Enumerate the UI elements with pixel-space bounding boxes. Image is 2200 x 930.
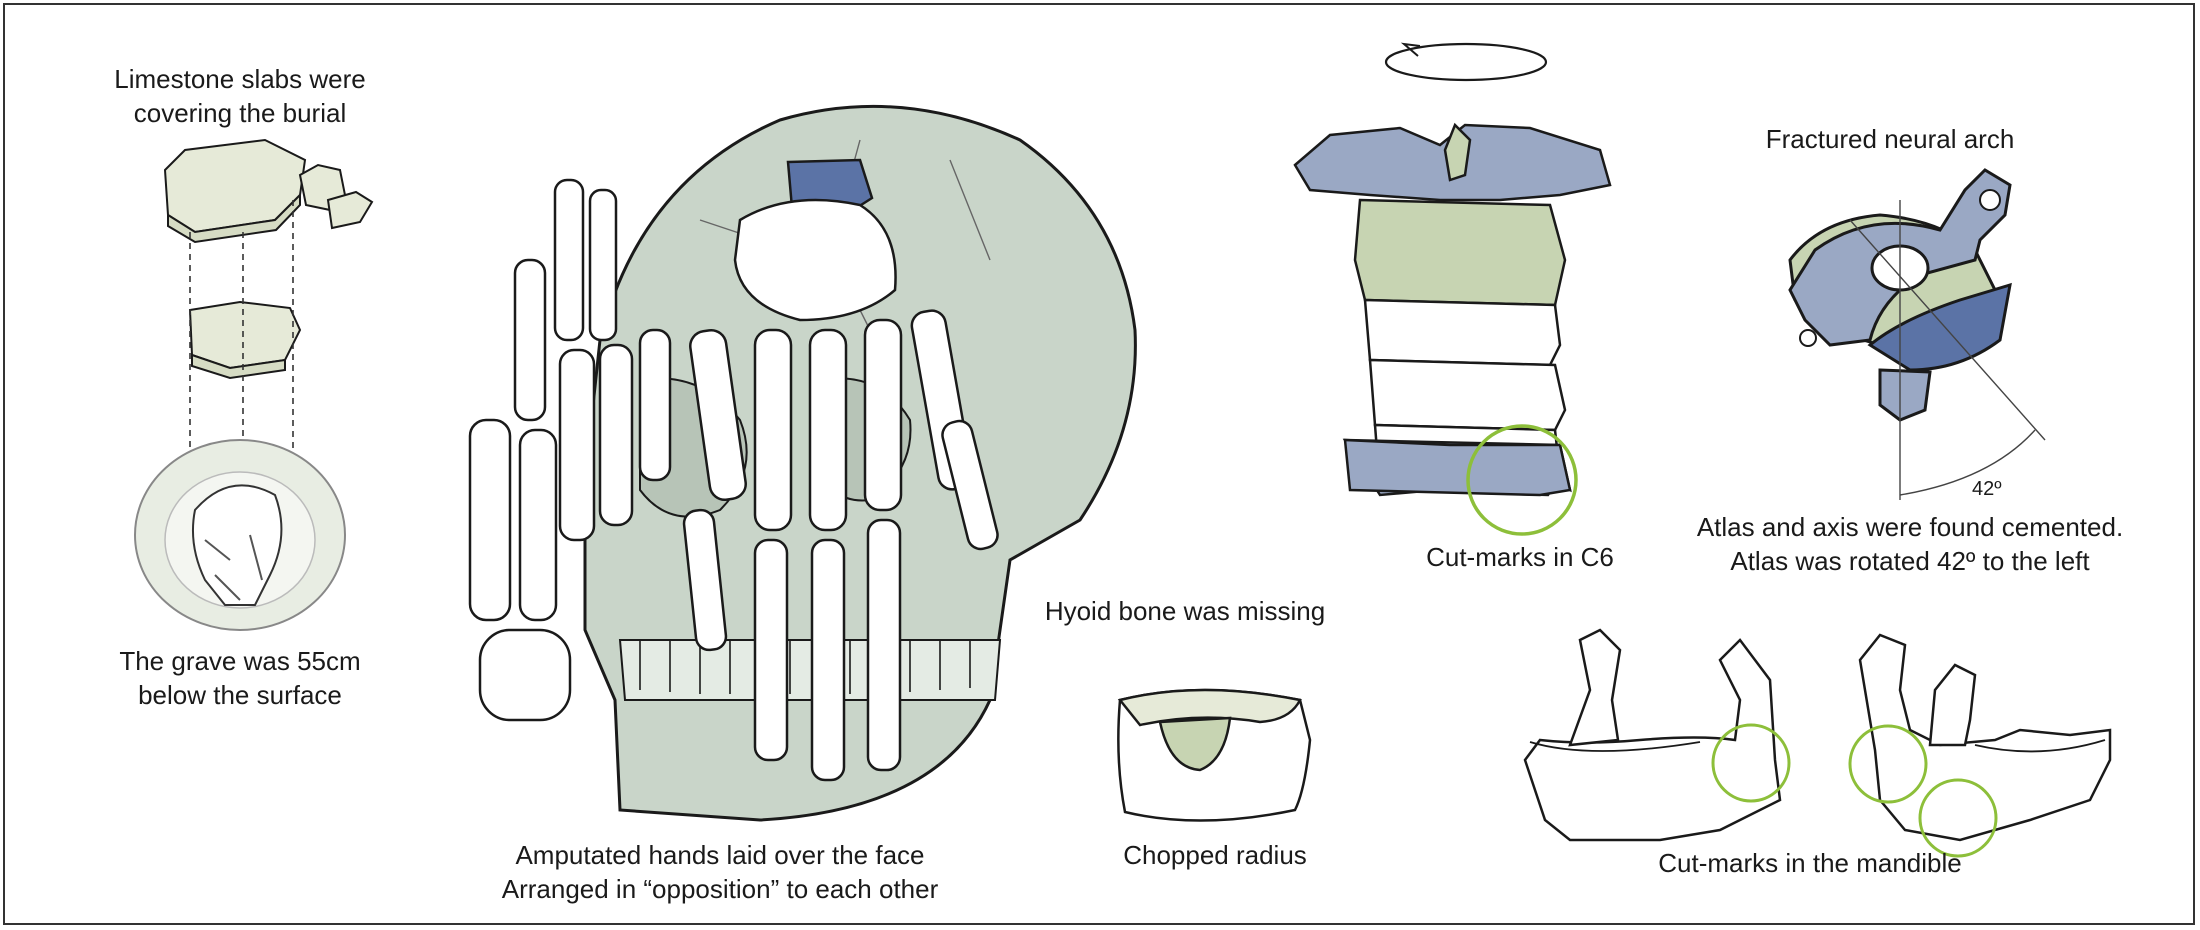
label-amputated-hands-line2: Arranged in “opposition” to each other	[501, 874, 939, 904]
label-hyoid-missing: Hyoid bone was missing	[1035, 594, 1335, 628]
mandible-right-cutmark-circle-upper	[1848, 724, 1928, 804]
label-limestone-slabs: Limestone slabs were covering the burial	[90, 62, 390, 130]
label-cutmarks-mandible: Cut-marks in the mandible	[1640, 846, 1980, 880]
label-grave-depth: The grave was 55cm below the surface	[90, 644, 390, 712]
chopped-radius-illustration	[1117, 688, 1312, 822]
label-angle-42: 42º	[1972, 478, 2002, 500]
label-atlas-axis-line1: Atlas and axis were found cemented.	[1696, 512, 2124, 542]
label-limestone-slabs-line2: covering the burial	[133, 98, 347, 128]
mandible-right-cutmark-circle-lower	[1918, 778, 1998, 858]
label-hyoid-missing-text: Hyoid bone was missing	[1044, 596, 1326, 626]
grave-pit-illustration	[134, 439, 346, 631]
label-chopped-radius-text: Chopped radius	[1123, 840, 1307, 870]
limestone-slabs-illustration	[163, 138, 374, 380]
label-grave-depth-line2: below the surface	[138, 680, 342, 710]
label-grave-depth-line1: The grave was 55cm	[119, 646, 361, 676]
label-amputated-hands-line1: Amputated hands laid over the face	[515, 840, 925, 870]
label-atlas-axis: Atlas and axis were found cemented. Atla…	[1680, 510, 2140, 578]
label-cutmarks-mandible-text: Cut-marks in the mandible	[1658, 848, 1962, 878]
label-fractured-neural-arch: Fractured neural arch	[1740, 122, 2040, 156]
label-cutmarks-c6-text: Cut-marks in C6	[1426, 542, 1614, 572]
cervical-vertebrae-illustration	[1293, 122, 1612, 497]
c6-cutmark-circle	[1466, 424, 1578, 536]
rotation-angle-lines	[1849, 200, 2046, 500]
label-fractured-neural-arch-text: Fractured neural arch	[1765, 124, 2015, 154]
hand-right-illustration	[682, 198, 999, 782]
label-cutmarks-c6: Cut-marks in C6	[1400, 540, 1640, 574]
label-limestone-slabs-line1: Limestone slabs were	[114, 64, 366, 94]
hand-left-illustration	[468, 178, 672, 722]
mandible-right-illustration	[1858, 633, 2112, 842]
atlas-axis-illustration	[1788, 168, 2012, 422]
label-amputated-hands: Amputated hands laid over the face Arran…	[470, 838, 970, 906]
label-atlas-axis-line2: Atlas was rotated 42º to the left	[1730, 546, 2090, 576]
mandible-left-cutmark-circle	[1711, 723, 1791, 803]
rotation-arrow-icon	[1384, 42, 1548, 82]
label-chopped-radius: Chopped radius	[1100, 838, 1330, 872]
mandible-left-illustration	[1523, 628, 1782, 842]
